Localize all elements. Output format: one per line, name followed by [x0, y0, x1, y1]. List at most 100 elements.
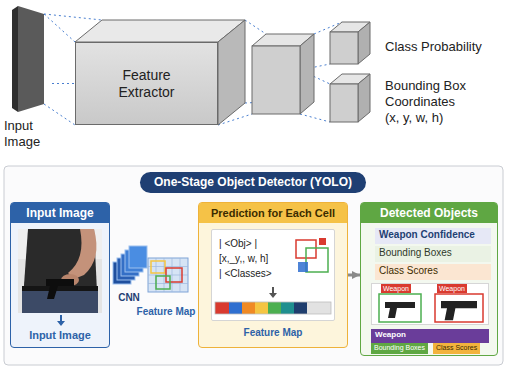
label-holder: CNN	[118, 292, 140, 304]
down-arrow	[55, 315, 67, 327]
class-color-bar	[242, 302, 255, 314]
legend-tag: Bounding Boxes	[371, 343, 428, 354]
detection-image	[441, 301, 477, 320]
feature-map-grid	[148, 258, 188, 292]
feature-block	[252, 46, 300, 114]
projection-line	[44, 104, 75, 125]
result-row: Bounding Boxes	[375, 246, 491, 262]
detection-image	[372, 284, 489, 325]
outer-panel	[4, 166, 503, 365]
detection-image	[435, 294, 483, 322]
class-color-bar	[255, 302, 268, 314]
extractor-faces	[75, 20, 245, 42]
node-text: | <Classes>	[219, 268, 291, 280]
node-text: Input Image	[11, 329, 109, 342]
detected-panel: Detected ObjectsWeapon ConfidenceBoundin…	[360, 202, 498, 356]
node-text: Input Image	[4, 118, 52, 150]
feature-extractor-block: Feature Extractor	[75, 42, 218, 125]
output-cube	[330, 84, 358, 122]
cell-vector-box: | <Obj> | [x,_y,, w, h] | <Classes>	[211, 229, 335, 321]
cell-boxes	[298, 262, 308, 272]
input-photo	[22, 289, 98, 313]
connector	[348, 274, 360, 277]
cell-boxes	[306, 248, 328, 272]
result-row: Class Scores	[375, 264, 491, 280]
output-cube	[358, 22, 370, 64]
class-color-bar	[215, 302, 331, 314]
projection-line	[44, 14, 342, 125]
class-bar: Weapon	[371, 329, 489, 343]
node-text: Prediction for Each Cell	[199, 203, 347, 223]
output-cube	[330, 32, 358, 64]
input-slab	[4, 4, 52, 116]
projection-line	[44, 14, 102, 20]
input-photo	[22, 229, 98, 313]
input-slab	[12, 6, 18, 112]
cell-boxes	[319, 238, 326, 245]
label-holder: Feature Map	[137, 306, 196, 318]
detection-image	[379, 294, 421, 322]
output-cube	[358, 74, 370, 122]
feature-map-grid	[156, 276, 170, 289]
label-text: Weapon	[381, 284, 411, 293]
node-text: Weapon Confidence	[375, 228, 491, 242]
feature-block	[300, 34, 314, 114]
node-text: Bounding Box Coordinates (x, y, w, h)	[385, 78, 469, 126]
feature-map-grid	[151, 261, 165, 273]
prediction-panel: Prediction for Each CellFeature Map | <O…	[198, 202, 348, 348]
down-arrow	[269, 287, 277, 298]
label-text: Weapon	[437, 284, 467, 293]
class-color-bar	[281, 302, 294, 314]
input-photo	[22, 286, 98, 291]
input-photo	[46, 279, 74, 299]
output-cube	[330, 72, 372, 122]
detection-image	[385, 302, 415, 318]
label-holder: Weapon	[437, 284, 467, 293]
legend-tag: Class Scores	[433, 343, 480, 354]
label-text: CNN	[118, 292, 140, 304]
node-text: Class Scores	[375, 264, 491, 278]
label-text: Feature Map	[137, 306, 196, 318]
down-arrow	[267, 287, 279, 299]
node-text: Detected Objects	[361, 203, 497, 223]
input-slab	[18, 6, 44, 112]
input-image-slab: Input Image	[4, 4, 52, 156]
input-photo	[18, 229, 102, 313]
feature-map-grid	[148, 258, 188, 292]
cell-boxes	[294, 236, 330, 276]
node-text: Bounding Boxes	[375, 246, 491, 260]
projection-line	[245, 20, 266, 34]
class-color-bar	[307, 302, 331, 314]
node-text: Feature Extractor	[105, 67, 189, 101]
class-color-bar	[215, 302, 331, 314]
extractor-faces	[218, 20, 245, 125]
input-photo	[68, 229, 96, 279]
feature-block	[252, 34, 314, 114]
cnn-stack	[113, 246, 147, 284]
projection-line	[44, 14, 75, 42]
detection-image	[441, 301, 477, 320]
node-text: Class Probability	[330, 20, 498, 55]
label-holder: Weapon	[381, 284, 411, 293]
node-text: Feature Map	[199, 327, 347, 339]
title-text: One-Stage Object Detector (YOLO)	[154, 175, 352, 190]
class-color-bar	[229, 302, 242, 314]
cnn-stack	[129, 246, 147, 268]
detection-image	[385, 302, 415, 318]
class-color-bar	[294, 302, 307, 314]
output-cube	[330, 20, 372, 64]
title-pill: One-Stage Object Detector (YOLO)	[140, 172, 366, 193]
feature-map-grid	[166, 268, 182, 282]
projection-line	[300, 114, 330, 122]
node-text: | <Obj> |	[219, 238, 291, 250]
output-block: Class Probability	[330, 20, 498, 64]
node-text: Input Image	[11, 203, 109, 223]
down-arrow	[57, 315, 65, 326]
node-text: [x,_y,, w, h]	[219, 253, 291, 265]
feature-map-grid	[148, 258, 188, 292]
output-block: Bounding Box Coordinates (x, y, w, h)	[330, 72, 498, 136]
input-photo	[18, 229, 102, 313]
class-color-bar	[268, 302, 281, 314]
result-row: Weapon Confidence	[375, 228, 491, 244]
